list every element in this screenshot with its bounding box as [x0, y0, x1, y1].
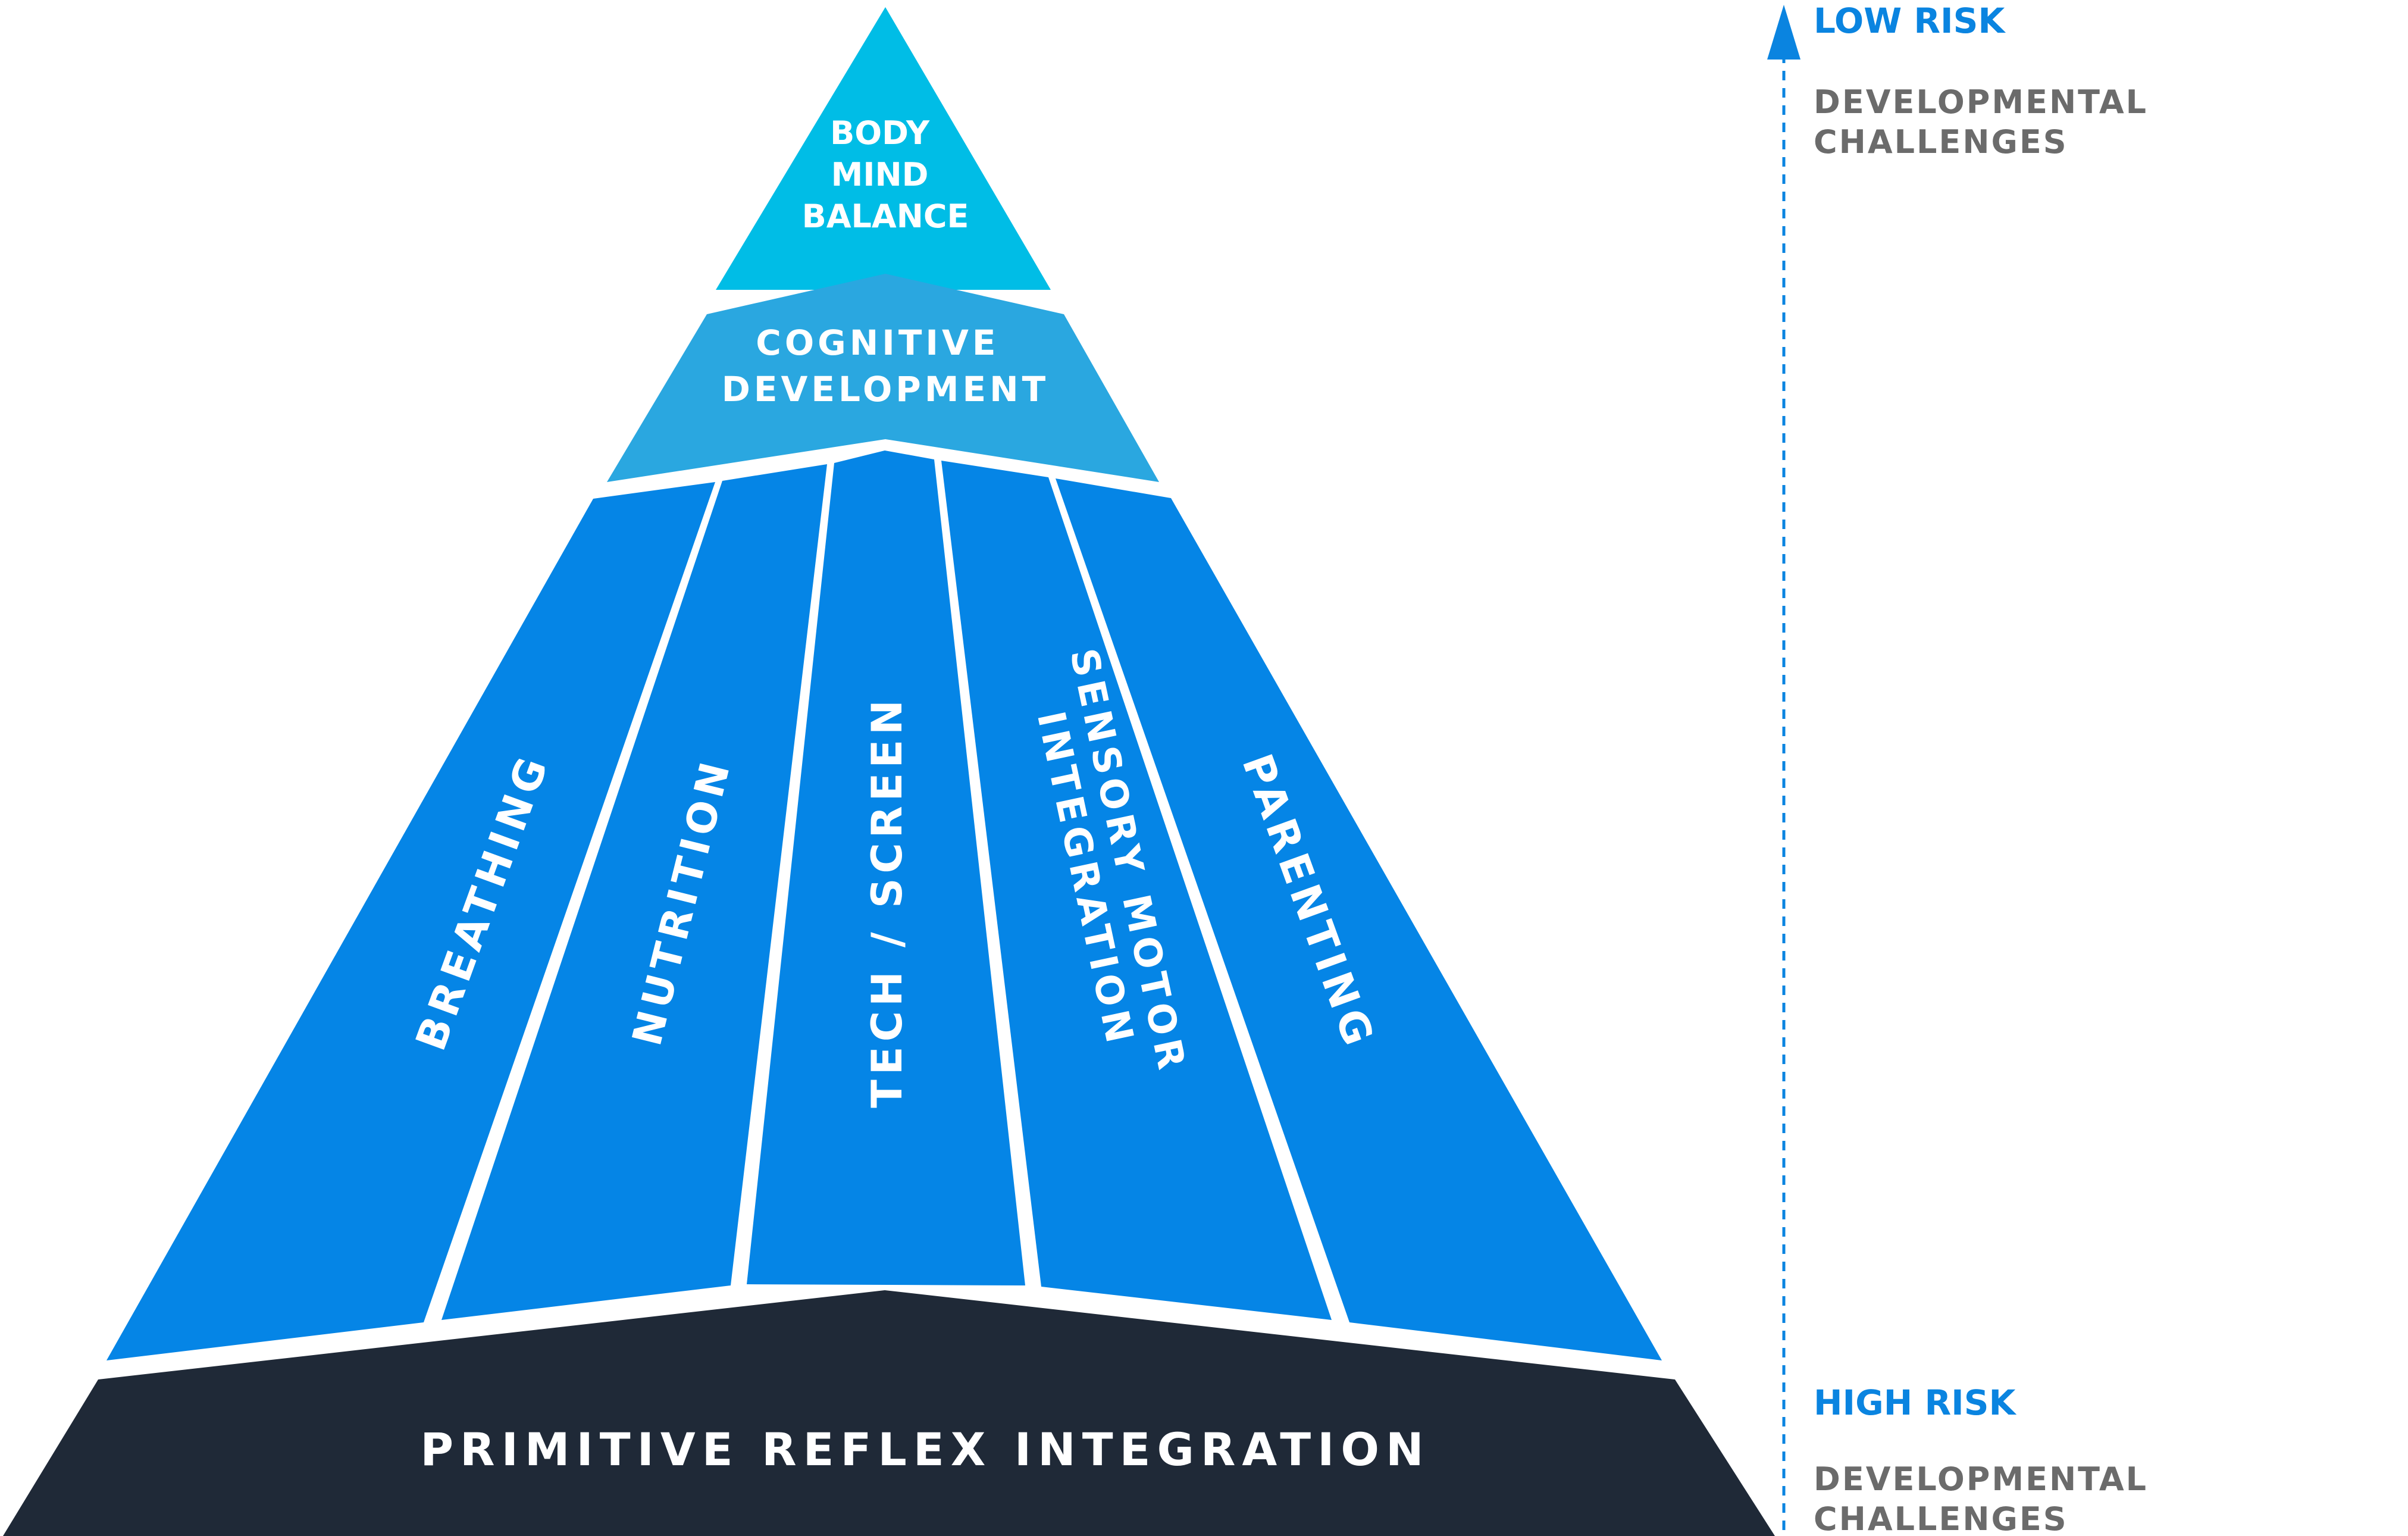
high-risk-title: HIGH RISK [1814, 1382, 2016, 1423]
base-tier: PRIMITIVE REFLEX INTEGRATION [3, 1290, 1775, 1536]
pillar-label-line: TECH / SCREEN [863, 695, 912, 1108]
high-risk-caption-line: CHALLENGES [1814, 1500, 2068, 1536]
cognitive-label-line: DEVELOPMENT [722, 369, 1049, 409]
low-risk-caption: DEVELOPMENTAL CHALLENGES [1814, 83, 2161, 161]
pillars: BREATHING NUTRITION TECH / SCREEN SENSOR… [107, 451, 1662, 1360]
high-risk-caption-line: DEVELOPMENTAL [1814, 1460, 2148, 1498]
apex-tier: BODY MIND BALANCE [716, 7, 1051, 290]
apex-shape [716, 7, 1051, 290]
high-risk-caption: DEVELOPMENTAL CHALLENGES [1814, 1460, 2161, 1536]
apex-label-line: BALANCE [802, 198, 969, 235]
pillar-shape [441, 464, 827, 1320]
apex-label: BODY MIND BALANCE [802, 114, 969, 235]
base-label: PRIMITIVE REFLEX INTEGRATION [420, 1423, 1430, 1476]
base-shape [3, 1290, 1775, 1536]
pillar-shape [1056, 478, 1662, 1360]
pillar-shape [747, 451, 1025, 1285]
cognitive-tier: COGNITIVE DEVELOPMENT [607, 274, 1159, 482]
apex-label-line: BODY [830, 114, 930, 152]
cognitive-shape [607, 274, 1159, 482]
pillar-shape [941, 461, 1332, 1320]
low-risk-caption-line: CHALLENGES [1814, 123, 2068, 161]
apex-label-line: MIND [831, 156, 929, 193]
cognitive-label: COGNITIVE DEVELOPMENT [722, 323, 1049, 409]
cognitive-label-line: COGNITIVE [756, 323, 999, 363]
low-risk-caption-line: DEVELOPMENTAL [1814, 83, 2148, 121]
pillar-shape [107, 482, 715, 1360]
risk-scale: LOW RISK DEVELOPMENTAL CHALLENGES HIGH R… [1767, 1, 2161, 1536]
low-risk-title: LOW RISK [1814, 1, 2006, 41]
arrow-up-icon [1767, 5, 1800, 60]
pillar-label: TECH / SCREEN [863, 695, 912, 1108]
